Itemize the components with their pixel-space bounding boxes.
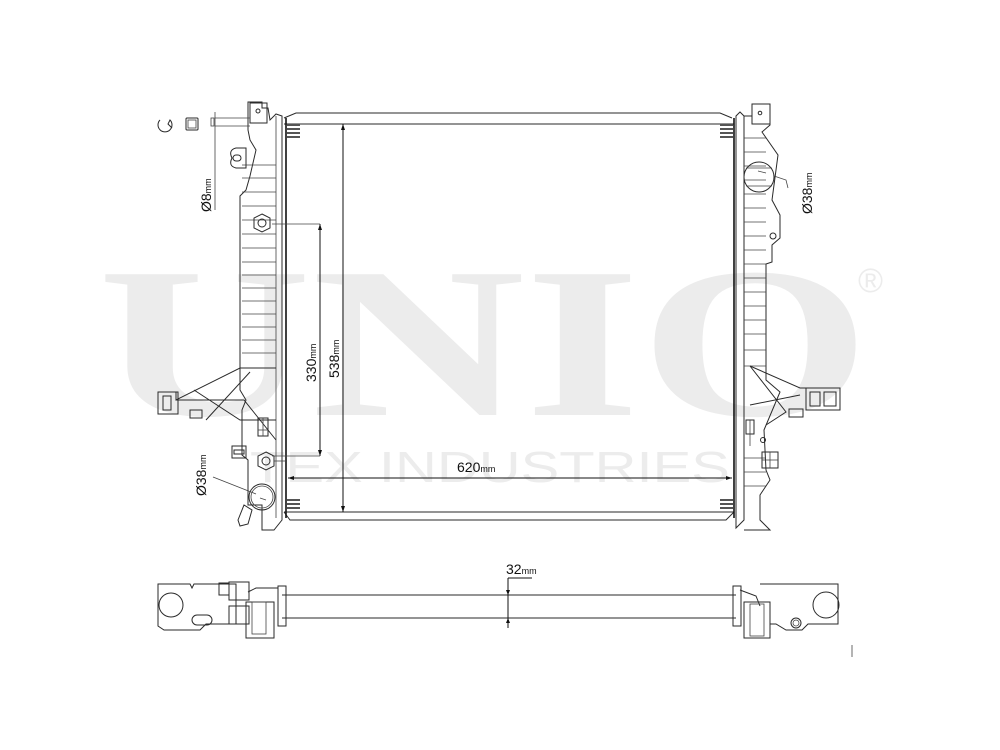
right-tank-ribs [744, 137, 766, 487]
hose-clip-icon [157, 119, 173, 133]
left-lug [230, 147, 247, 169]
dim-height-inner-label: 330mm [303, 344, 319, 382]
left-top-bracket [249, 102, 268, 124]
dim-core-thickness-label: 32mm [506, 561, 537, 577]
dim-width-label: 620mm [457, 459, 495, 475]
fitting-clip [157, 112, 250, 210]
right-tank [735, 103, 841, 531]
watermark-subtitle: TEX INDUSTRIES [250, 443, 730, 492]
left-mount-block [157, 391, 179, 415]
right-bolt-icon [790, 617, 802, 629]
dim-core-thickness: 32mm [506, 561, 537, 628]
dim-left-outlet: Ø38mm [193, 455, 257, 496]
dim-right-inlet-label: Ø38mm [799, 173, 815, 214]
tube-hatch-bottom-left [287, 499, 300, 509]
top-view: 32mm [157, 561, 853, 657]
watermark: UNIO ® TEX INDUSTRIES [98, 223, 883, 492]
watermark-brand: UNIO [98, 223, 870, 462]
right-end-bracket [760, 583, 839, 631]
left-outlet-pipe-icon [248, 483, 276, 511]
registered-mark-icon: ® [858, 262, 883, 300]
left-outlet-top [245, 601, 275, 639]
dim-height-total: 538mm [326, 124, 345, 512]
dim-height-total-label: 538mm [326, 340, 342, 378]
dim-left-outlet-label: Ø38mm [193, 455, 209, 496]
right-inlet-pipe-icon [743, 161, 775, 193]
left-end-bracket [157, 583, 237, 631]
bottom-rail [283, 511, 735, 521]
front-view: 538mm 330mm 620mm Ø8mm [157, 101, 841, 531]
tube-hatch-top-right [720, 124, 733, 138]
bracket-hole-icon [757, 110, 763, 116]
right-mount-arm [749, 365, 808, 389]
tube-hatch-top-left [287, 124, 300, 138]
dim-height-inner: 330mm [272, 223, 322, 457]
drain-plug-icon [253, 213, 271, 233]
left-slot-icon [191, 614, 213, 626]
left-mount-hole-icon [158, 592, 184, 618]
bracket-hole-icon [255, 108, 261, 114]
right-mount-block [805, 387, 841, 411]
left-tank [157, 101, 286, 531]
dim-width: 620mm [288, 459, 732, 480]
right-mount-hole-icon [812, 591, 840, 619]
dim-left-top-fitting-label: Ø8mm [198, 178, 214, 212]
tube-hatch-bottom-right [720, 499, 733, 509]
right-top-bracket [751, 103, 771, 125]
right-lug-hole-icon [769, 232, 777, 240]
right-inlet-top [743, 601, 771, 639]
top-rail [283, 112, 733, 119]
seal-ring-icon [185, 117, 199, 131]
